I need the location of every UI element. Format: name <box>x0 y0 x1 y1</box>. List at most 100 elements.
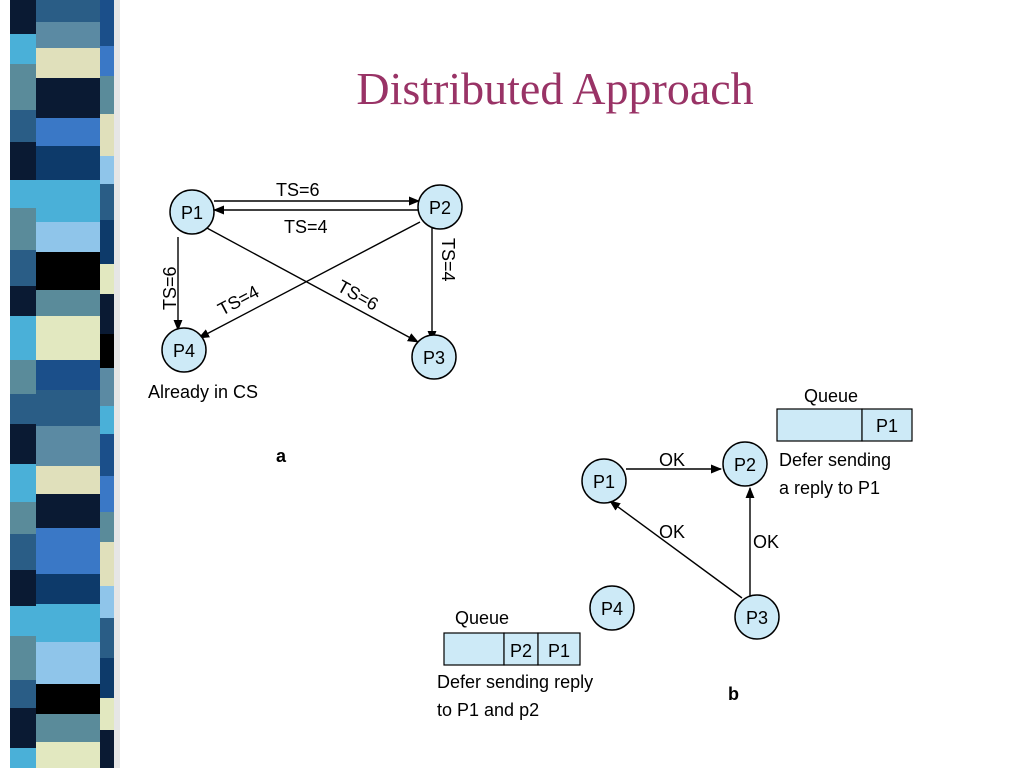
queue-p2-note-line2: a reply to P1 <box>779 478 880 498</box>
stripe-band <box>36 180 100 222</box>
stripe-band <box>36 146 100 180</box>
node-a-p3-label: P3 <box>423 348 445 368</box>
stripe-band <box>100 698 114 730</box>
stripe-band <box>10 606 36 636</box>
node-b-p4: P4 <box>589 585 635 631</box>
stripe-band <box>36 78 100 118</box>
node-b-p3: P3 <box>734 594 780 640</box>
stripe-band <box>10 208 36 250</box>
queue-p1-title: Queue <box>455 608 509 628</box>
queue-p1-item: P2 <box>510 641 532 661</box>
stripe-band <box>10 708 36 748</box>
stripe-band <box>36 252 100 290</box>
note-already-in-cs: Already in CS <box>148 382 258 402</box>
node-b-p1-label: P1 <box>593 472 615 492</box>
stripe-band <box>36 604 100 642</box>
stripe-band <box>100 542 114 586</box>
stripe-band <box>100 406 114 434</box>
stripe-band <box>36 466 100 494</box>
stripe-band <box>10 286 36 316</box>
stripe-band <box>36 118 100 146</box>
msg-label-a-p2-p1: TS=4 <box>284 217 328 237</box>
msg-label-b-p3-p1: OK <box>659 522 685 542</box>
stripe-band <box>100 156 114 184</box>
stripe-band <box>100 220 114 264</box>
stripe-band <box>36 22 100 48</box>
stripe-band <box>100 512 114 542</box>
msg-label-a-p1-p4: TS=6 <box>160 266 180 310</box>
node-b-p2: P2 <box>722 441 768 487</box>
node-a-p4: P4 <box>161 327 207 373</box>
stripe-band <box>100 618 114 658</box>
stripe-band <box>100 114 114 156</box>
stripe-band <box>36 574 100 604</box>
stripe-band <box>10 316 36 360</box>
queue-p2-note-line1: Defer sending <box>779 450 891 470</box>
stripe-band <box>36 742 100 768</box>
node-a-p4-label: P4 <box>173 341 195 361</box>
stripe-band <box>10 680 36 708</box>
slide-title: Distributed Approach <box>356 63 754 114</box>
stripe-band <box>100 294 114 334</box>
stripe-band <box>36 528 100 574</box>
node-a-p1-label: P1 <box>181 203 203 223</box>
queue-p2-cell <box>861 408 913 442</box>
msg-label-b-p3-p2: OK <box>753 532 779 552</box>
queue-p1-note-line2: to P1 and p2 <box>437 700 539 720</box>
stripe-band <box>10 142 36 180</box>
stripe-shadow <box>114 0 120 768</box>
stripe-band <box>100 476 114 512</box>
stripe-band <box>36 714 100 742</box>
node-b-p2-label: P2 <box>734 455 756 475</box>
queue-p1-note-line1: Defer sending reply <box>437 672 593 692</box>
stripe-band <box>10 464 36 502</box>
stripe-band <box>100 184 114 220</box>
caption-a: a <box>276 446 287 466</box>
stripe-band <box>100 76 114 114</box>
msg-label-a-p2-p3: TS=4 <box>438 238 458 282</box>
stripe-band <box>10 748 36 768</box>
stripe-band <box>10 250 36 286</box>
stripe-band <box>36 642 100 684</box>
queue-p1-cell <box>503 632 539 666</box>
stripe-band <box>100 264 114 294</box>
stripe-band <box>10 64 36 110</box>
stripe-band <box>10 180 36 208</box>
queue-p2-title: Queue <box>804 386 858 406</box>
node-a-p3: P3 <box>411 334 457 380</box>
stripe-band <box>100 658 114 698</box>
stripe-band <box>100 46 114 76</box>
stripe-band <box>36 222 100 252</box>
stripe-band <box>100 434 114 476</box>
stripe-band <box>36 426 100 466</box>
node-b-p1: P1 <box>581 458 627 504</box>
queue-p1: Queue P2 P1 Defer sending reply to P1 an… <box>437 608 593 720</box>
stripe-band <box>36 494 100 528</box>
node-a-p2-label: P2 <box>429 198 451 218</box>
edge-a-p2-p4 <box>198 221 421 339</box>
stripe-band <box>36 0 100 22</box>
diagram-a: TS=6 TS=4 TS=6 TS=4 TS=4 TS=6 P1 P2 P3 P… <box>148 180 463 466</box>
stripe-band <box>36 360 100 390</box>
stripe-band <box>36 316 100 360</box>
stripe-band <box>100 368 114 406</box>
stripe-band <box>10 34 36 64</box>
stripe-band <box>10 394 36 424</box>
node-a-p1: P1 <box>169 189 215 235</box>
stripe-band <box>36 48 100 78</box>
stripe-band <box>100 730 114 768</box>
queue-p2-item: P1 <box>876 416 898 436</box>
node-a-p2: P2 <box>417 184 463 230</box>
queue-p1-cell <box>537 632 581 666</box>
queue-p2: Queue P1 Defer sending a reply to P1 <box>776 386 913 498</box>
stripe-band <box>10 424 36 464</box>
msg-label-b-p1-p2: OK <box>659 450 685 470</box>
stripe-band <box>10 570 36 606</box>
msg-label-a-p2-p4: TS=4 <box>214 281 262 319</box>
decorative-stripe-bar <box>10 0 120 768</box>
msg-label-a-p1-p2: TS=6 <box>276 180 320 200</box>
stripe-band <box>10 534 36 570</box>
queue-p2-cell <box>776 408 863 442</box>
node-b-p4-label: P4 <box>601 599 623 619</box>
